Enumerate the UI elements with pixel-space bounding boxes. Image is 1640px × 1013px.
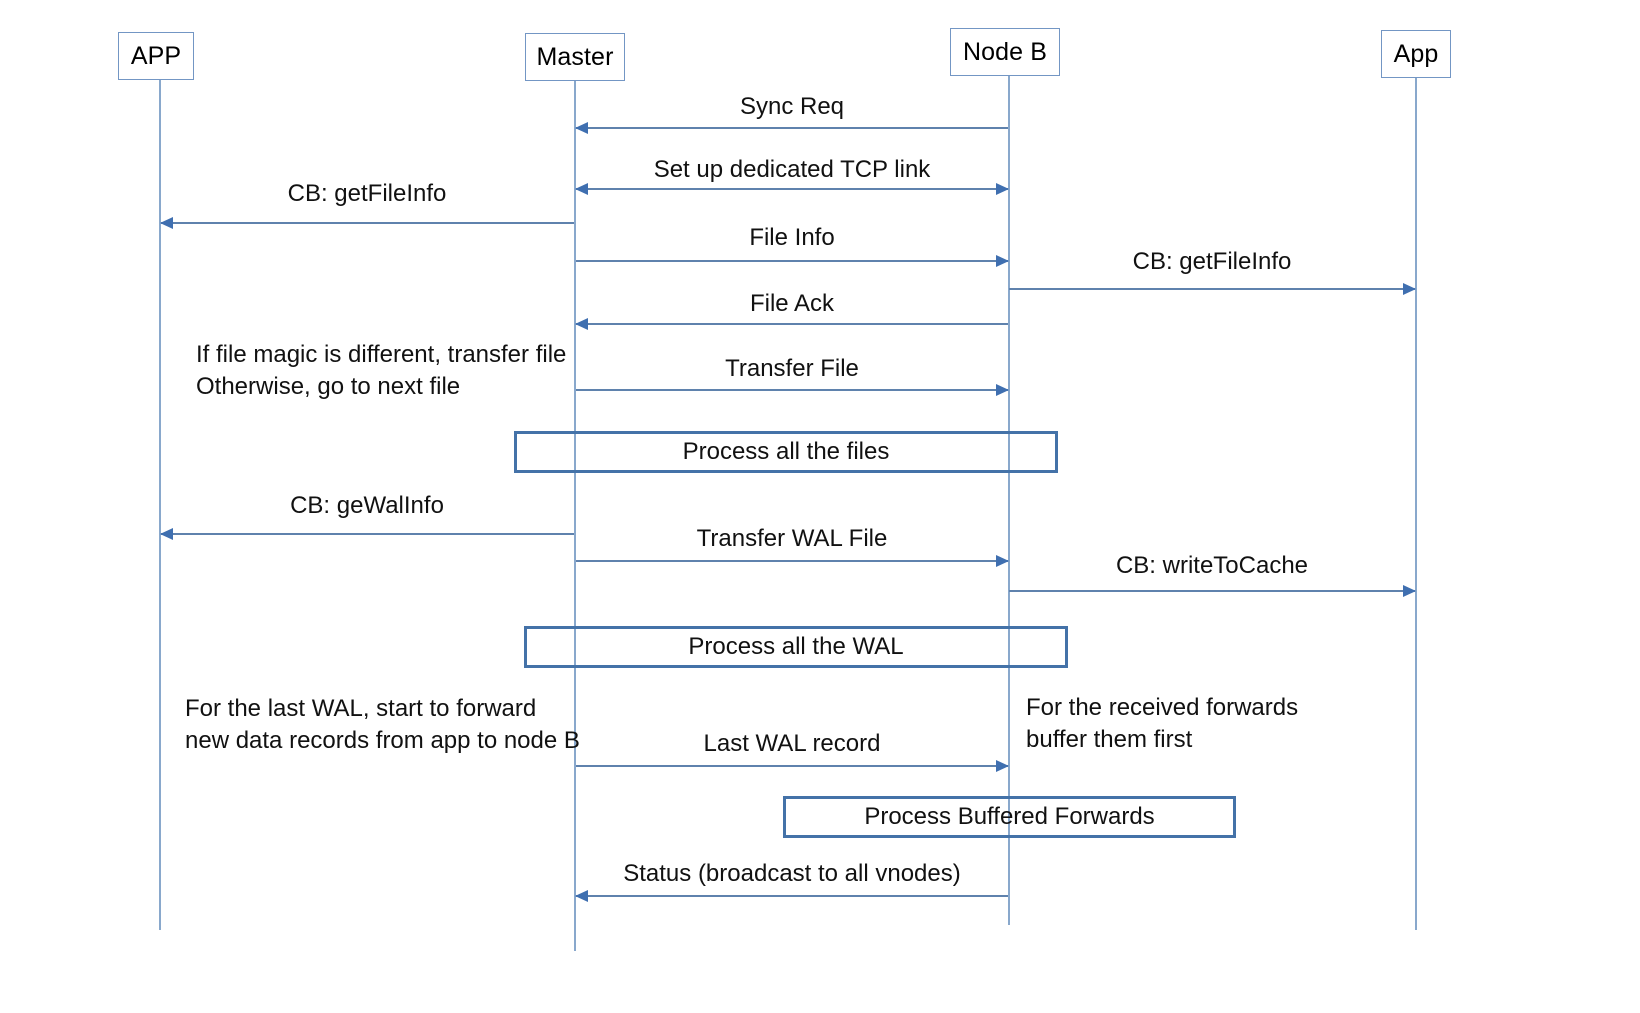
- message-label-cb-writetocache: CB: writeToCache: [1115, 552, 1309, 579]
- note-forward-new-records-line2: new data records from app to node B: [185, 726, 580, 754]
- message-label-sync-req: Sync Req: [739, 93, 845, 120]
- note-file-magic: If file magic is different, transfer fil…: [196, 339, 576, 402]
- arrowhead-left-icon: [160, 527, 173, 540]
- arrowhead-right-icon: [1403, 584, 1416, 597]
- arrowhead-right-icon: [1403, 282, 1416, 295]
- actor-box-app-right[interactable]: App: [1381, 30, 1451, 78]
- actor-label-node-b: Node B: [963, 37, 1047, 66]
- process-box-all-wal-label: Process all the WAL: [688, 633, 904, 660]
- message-label-status-broadcast: Status (broadcast to all vnodes): [623, 860, 961, 887]
- arrowhead-left-icon: [575, 317, 588, 330]
- arrowhead-right-icon: [996, 254, 1009, 267]
- note-file-magic-line1: If file magic is different, transfer fil…: [196, 341, 567, 368]
- arrowhead-left-icon: [575, 889, 588, 902]
- arrow-line: [161, 533, 574, 535]
- arrow-line: [576, 188, 1008, 190]
- arrow-line: [576, 127, 1008, 129]
- arrow-line: [576, 260, 1008, 262]
- lifeline-master: [574, 81, 576, 951]
- message-label-cb-gewalinfo: CB: geWalInfo: [290, 492, 444, 519]
- actor-label-app-left: APP: [130, 41, 182, 70]
- arrowhead-right-icon: [996, 759, 1009, 772]
- actor-box-app-left[interactable]: APP: [118, 32, 194, 80]
- note-file-magic-line2: Otherwise, go to next file: [196, 372, 461, 400]
- arrow-line: [576, 560, 1008, 562]
- arrow-line: [576, 765, 1008, 767]
- lifeline-app-right: [1415, 78, 1417, 930]
- arrow-line: [1009, 590, 1415, 592]
- arrow-line: [576, 389, 1008, 391]
- message-label-last-wal-record: Last WAL record: [703, 730, 881, 757]
- note-forward-new-records: For the last WAL, start to forward new da…: [185, 693, 580, 756]
- process-box-all-files-label: Process all the files: [682, 438, 890, 465]
- arrowhead-right-icon: [996, 182, 1009, 195]
- arrowhead-right-icon: [996, 554, 1009, 567]
- process-box-buffered-forwards[interactable]: Process Buffered Forwards: [783, 796, 1236, 838]
- note-buffer-forwards: For the received forwards buffer them fir…: [1026, 692, 1356, 755]
- lifeline-node-b: [1008, 76, 1010, 925]
- arrow-line: [161, 222, 574, 224]
- actor-label-app-right: App: [1393, 39, 1439, 68]
- actor-box-node-b[interactable]: Node B: [950, 28, 1060, 76]
- arrowhead-left-icon: [575, 121, 588, 134]
- arrow-line: [576, 895, 1008, 897]
- note-buffer-forwards-line2: buffer them first: [1026, 725, 1193, 753]
- message-label-transfer-file: Transfer File: [725, 355, 859, 382]
- message-label-cb-getfileinfo-left: CB: getFileInfo: [287, 180, 447, 207]
- message-label-file-ack: File Ack: [749, 290, 835, 317]
- note-forward-new-records-line1: For the last WAL, start to forward: [185, 695, 537, 722]
- arrowhead-left-icon: [160, 216, 173, 229]
- arrowhead-left-icon: [575, 182, 588, 195]
- message-label-file-info: File Info: [749, 224, 835, 251]
- message-label-cb-getfileinfo-right: CB: getFileInfo: [1132, 248, 1292, 275]
- process-box-buffered-forwards-label: Process Buffered Forwards: [864, 803, 1155, 830]
- note-buffer-forwards-line1: For the received forwards: [1026, 694, 1299, 721]
- actor-label-master: Master: [536, 42, 614, 71]
- message-label-setup-tcp: Set up dedicated TCP link: [653, 156, 931, 183]
- arrow-line: [576, 323, 1008, 325]
- process-box-all-files[interactable]: Process all the files: [514, 431, 1058, 473]
- lifeline-app-left: [159, 80, 161, 930]
- arrow-line: [1009, 288, 1415, 290]
- arrowhead-right-icon: [996, 383, 1009, 396]
- actor-box-master[interactable]: Master: [525, 33, 625, 81]
- message-label-transfer-wal-file: Transfer WAL File: [696, 525, 888, 552]
- process-box-all-wal[interactable]: Process all the WAL: [524, 626, 1068, 668]
